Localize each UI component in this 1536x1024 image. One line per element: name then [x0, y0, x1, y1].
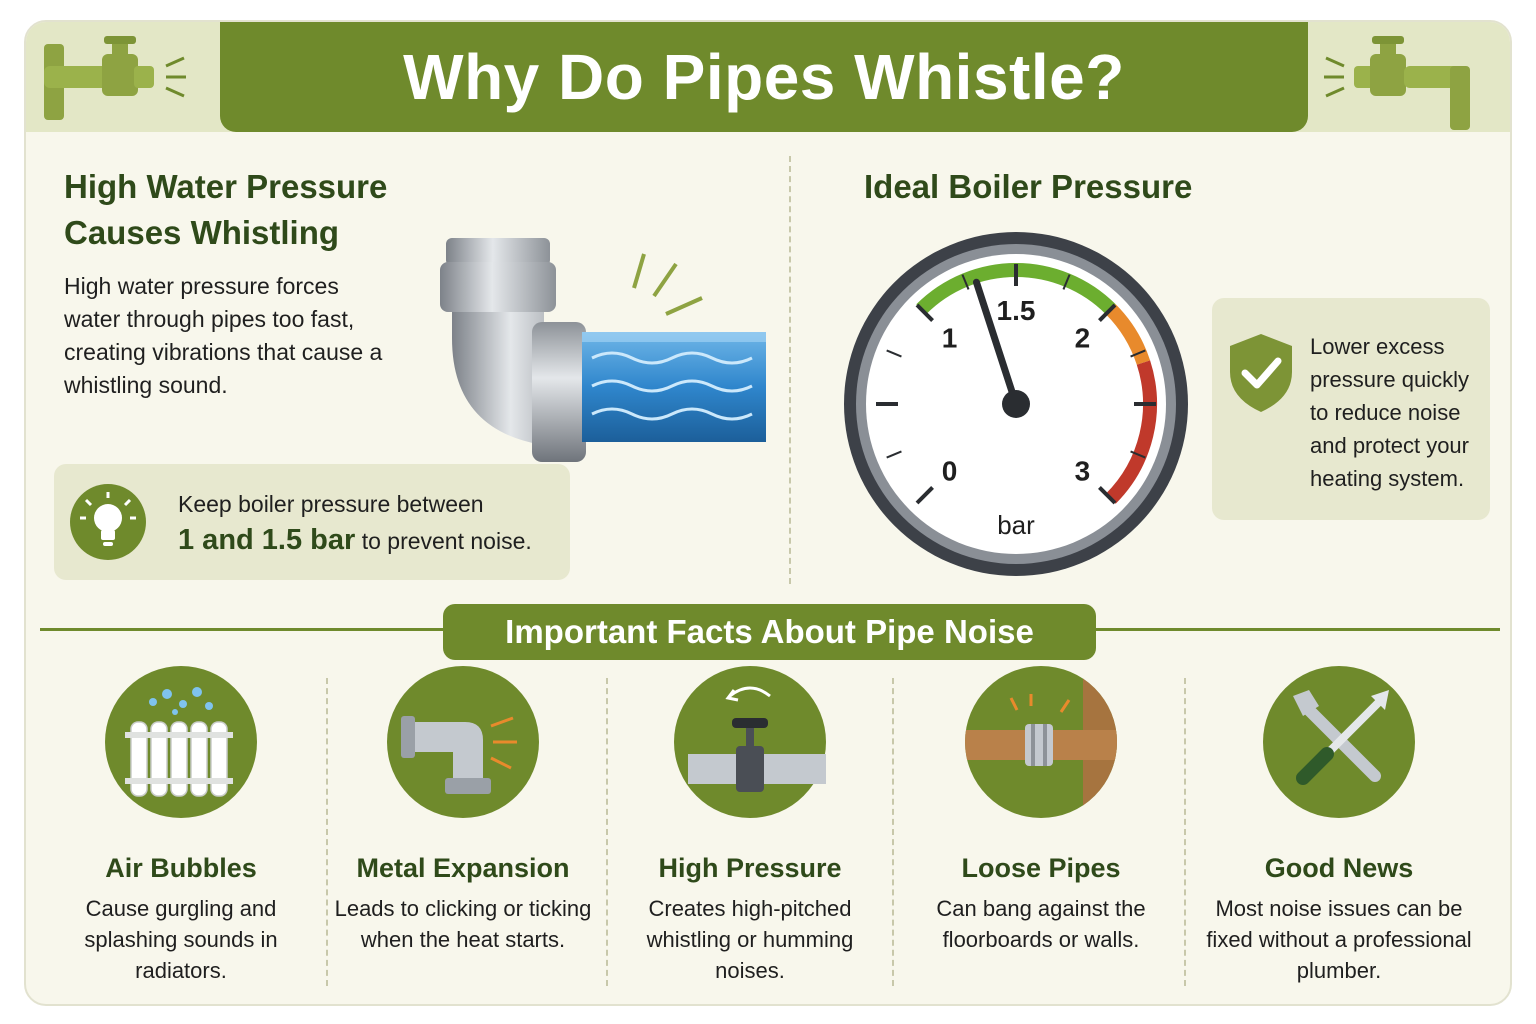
fact-divider: [892, 678, 894, 986]
gauge-zone-2: [1105, 304, 1151, 365]
fact-divider: [1184, 678, 1186, 986]
right-heading: Ideal Boiler Pressure: [864, 168, 1193, 205]
tip-prefix: Keep boiler pressure between: [178, 491, 484, 517]
gauge-tick: [1130, 349, 1146, 358]
section-divider: [789, 156, 791, 584]
tip-bold: 1 and 1.5 bar: [178, 524, 356, 556]
fact-text: Leads to clicking or ticking when the he…: [334, 896, 592, 952]
fact-text: Can bang against the floorboards or wall…: [936, 896, 1146, 952]
gauge-needle: [972, 278, 1020, 408]
infographic-card: Why Do Pipes Whistle? High Water Pressur…: [24, 20, 1512, 1006]
gauge-tick: [915, 303, 934, 322]
gauge-label: 2: [1075, 323, 1091, 354]
left-heading-line2: Causes Whistling: [64, 214, 340, 251]
left-heading-line1: High Water Pressure: [64, 168, 388, 205]
gauge-tick: [886, 450, 902, 459]
gauge-label: 1: [942, 323, 958, 354]
gauge-label: 1.5: [997, 295, 1036, 326]
radiator-bubbles-icon: [105, 666, 257, 818]
gauge-tick: [1098, 486, 1117, 505]
fact-divider: [326, 678, 328, 986]
shield-check-icon: [1230, 334, 1292, 412]
pressure-gauge: 0 1 1.5 2 3 bar: [844, 232, 1188, 576]
faucet-left-icon: [44, 36, 186, 120]
loose-pipe-icon: [965, 666, 1117, 818]
left-body-text: High water pressure forces water through…: [64, 273, 383, 398]
page-title: Why Do Pipes Whistle?: [403, 41, 1125, 113]
left-heading: High Water Pressure Causes Whistling: [64, 164, 387, 256]
pipe-elbow-icon: [387, 666, 539, 818]
faucet-right-icon: [1324, 36, 1470, 130]
gauge-hub: [1002, 390, 1030, 418]
advice-panel: Lower excess pressure quickly to reduce …: [1212, 298, 1490, 520]
tools-icon: [1263, 666, 1415, 818]
fact-air-bubbles: Air Bubbles Cause gurgling and splashing…: [46, 666, 316, 986]
fact-text: Cause gurgling and splashing sounds in r…: [84, 896, 278, 983]
pressure-tip-panel: Keep boiler pressure between 1 and 1.5 b…: [54, 464, 570, 580]
fact-title: Loose Pipes: [961, 853, 1121, 883]
title-banner: Why Do Pipes Whistle?: [220, 22, 1308, 132]
gauge-unit: bar: [997, 510, 1035, 540]
gauge-tick: [1098, 303, 1117, 322]
advice-text: Lower excess pressure quickly to reduce …: [1310, 334, 1469, 491]
valve-pipe-icon: [674, 666, 826, 818]
fact-title: Air Bubbles: [105, 853, 257, 883]
gauge-tick: [961, 274, 970, 290]
gauge-tick: [886, 349, 902, 358]
fact-title: Good News: [1264, 853, 1414, 883]
fact-text: Creates high-pitched whistling or hummin…: [646, 896, 854, 983]
fact-title: Metal Expansion: [356, 853, 570, 883]
fact-title: High Pressure: [658, 853, 842, 883]
tip-suffix: to prevent noise.: [355, 528, 532, 554]
fact-high-pressure: High Pressure Creates high-pitched whist…: [615, 666, 885, 986]
gauge-label: 0: [942, 455, 958, 486]
fact-loose-pipes: Loose Pipes Can bang against the floorbo…: [906, 666, 1176, 955]
fact-text: Most noise issues can be fixed without a…: [1206, 896, 1472, 983]
gauge-tick: [1130, 450, 1146, 459]
fact-good-news: Good News Most noise issues can be fixed…: [1204, 666, 1474, 986]
fact-divider: [606, 678, 608, 986]
pressure-tip-text: Keep boiler pressure between 1 and 1.5 b…: [178, 486, 532, 559]
lightbulb-icon: [70, 484, 146, 560]
pipe-elbow-water-icon: [440, 238, 766, 462]
gauge-tick: [1062, 274, 1071, 290]
facts-heading: Important Facts About Pipe Noise: [505, 613, 1034, 650]
gauge-label: 3: [1075, 455, 1091, 486]
gauge-tick: [915, 486, 934, 505]
gauge-zone-3: [1105, 360, 1157, 504]
fact-metal-expansion: Metal Expansion Leads to clicking or tic…: [328, 666, 598, 955]
facts-heading-banner: Important Facts About Pipe Noise: [443, 604, 1096, 660]
